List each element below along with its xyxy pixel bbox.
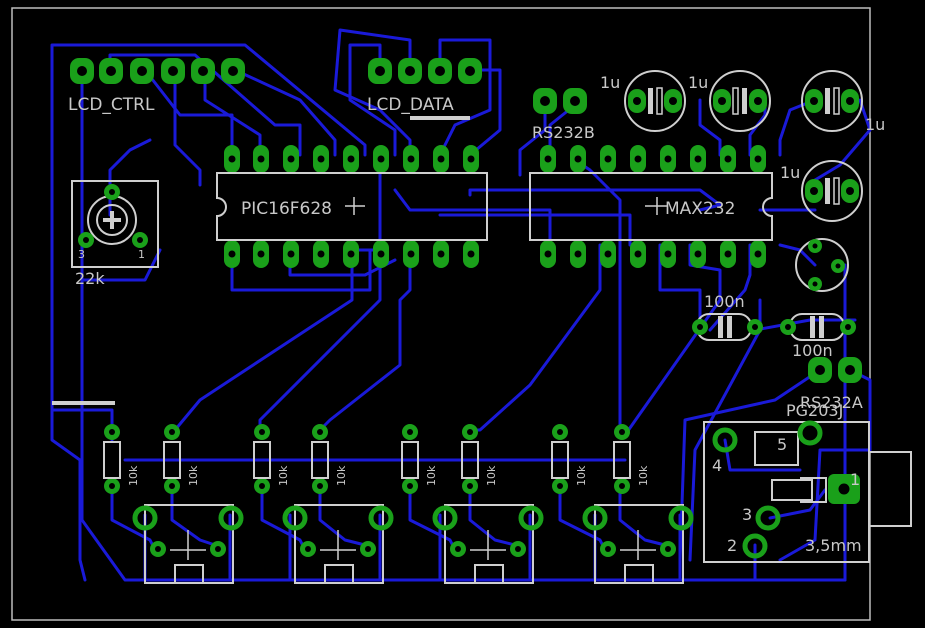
push-button-2 — [282, 504, 394, 584]
max232-label: MAX232 — [665, 199, 735, 219]
resistor-7: 10k — [551, 424, 588, 494]
jack-pin2: 2 — [727, 536, 737, 555]
lcd-data-header: LCD_DATA — [367, 58, 482, 120]
resistor-bank: 10k 10k 10k 10k 10k — [103, 424, 650, 494]
max232-chip: MAX232 — [529, 145, 773, 268]
res2-label: 10k — [187, 465, 200, 486]
lcd-ctrl-label: LCD_CTRL — [68, 95, 155, 115]
pic16f628-chip: PIC16F628 — [216, 145, 488, 268]
capacitor-100n-a: 100n — [692, 292, 763, 341]
res3-label: 10k — [277, 465, 290, 486]
potentiometer: 3 1 22k — [71, 180, 159, 288]
jack-pin1: 1 — [850, 470, 860, 489]
capacitor-1u-d: 1u — [780, 160, 863, 222]
jack-pin3: 3 — [742, 505, 752, 524]
res7-label: 10k — [575, 465, 588, 486]
jack-size-label: 3,5mm — [805, 536, 862, 555]
cap-100n-a-label: 100n — [704, 292, 745, 311]
resistor-1: 10k — [103, 424, 140, 494]
rs232b-label: RS232B — [532, 123, 595, 142]
capacitor-100n-b: 100n — [780, 313, 856, 360]
cap-1u-b-label: 1u — [688, 73, 708, 92]
copper-traces — [50, 28, 872, 582]
res4-label: 10k — [335, 465, 348, 486]
res1-label: 10k — [127, 465, 140, 486]
resistor-6: 10k — [461, 424, 498, 494]
rs232b-header: RS232B — [532, 88, 595, 142]
capacitor-1u-c: 1u — [801, 70, 885, 134]
res6-label: 10k — [485, 465, 498, 486]
jack-pin5: 5 — [777, 435, 787, 454]
cap-1u-c-label: 1u — [865, 115, 885, 134]
rs232a-label: RS232A — [800, 393, 863, 412]
cap-1u-d-label: 1u — [780, 163, 800, 182]
board-outline — [11, 7, 871, 621]
audio-jack: PG203J 5 4 1 3 2 3,5mm — [703, 401, 912, 563]
cap-1u-a-label: 1u — [600, 73, 620, 92]
resistor-3: 10k — [253, 424, 290, 494]
capacitor-1u-b: 1u — [688, 70, 771, 132]
pic-label: PIC16F628 — [241, 199, 332, 219]
lcd-ctrl-header: LCD_CTRL — [68, 58, 245, 115]
jack-name-label: PG203J — [786, 401, 843, 420]
push-button-1 — [132, 504, 244, 584]
push-button-3 — [432, 504, 544, 584]
resistor-5: 10k — [401, 424, 438, 494]
pot-value-label: 22k — [75, 269, 105, 288]
jack-pin4: 4 — [712, 456, 722, 475]
res8-label: 10k — [637, 465, 650, 486]
pot-pin1: 1 — [138, 248, 145, 261]
resistor-2: 10k — [163, 424, 200, 494]
capacitor-1u-a: 1u — [600, 70, 686, 132]
push-button-4 — [582, 504, 694, 584]
res5-label: 10k — [425, 465, 438, 486]
pot-pin3: 3 — [78, 248, 85, 261]
resistor-8: 10k — [613, 424, 650, 494]
lcd-data-label: LCD_DATA — [367, 95, 454, 115]
cap-100n-b-label: 100n — [792, 341, 833, 360]
resistor-4: 10k — [311, 424, 348, 494]
rs232a-header: RS232A — [800, 357, 863, 412]
regulator — [795, 238, 849, 292]
